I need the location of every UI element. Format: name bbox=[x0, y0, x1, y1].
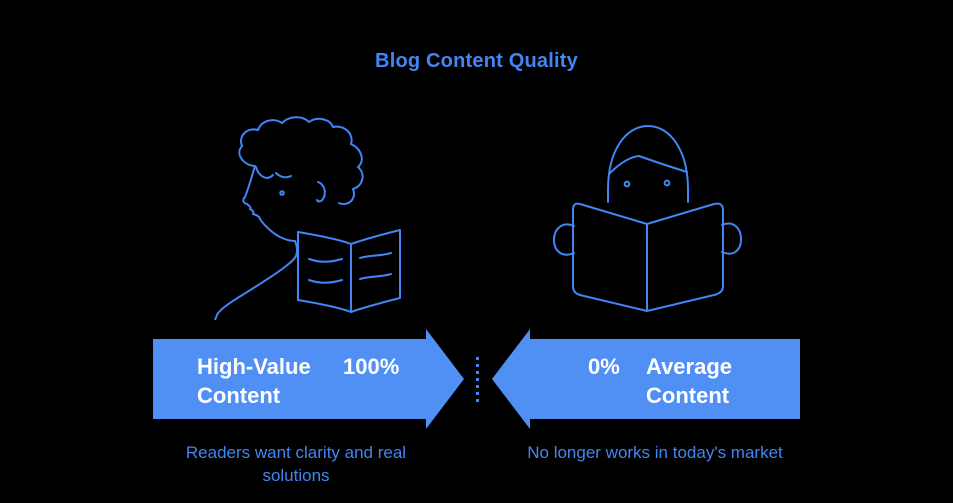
arrow-label-line2: Content bbox=[646, 383, 730, 408]
right-eye-dot bbox=[663, 179, 671, 187]
hair-fringe-curve bbox=[255, 166, 274, 179]
arrow-label: High-Value Content bbox=[197, 352, 311, 410]
hair-fringe bbox=[608, 155, 688, 175]
left-hand bbox=[553, 223, 575, 256]
head-outline bbox=[607, 125, 689, 203]
book-bottom-edges bbox=[297, 297, 401, 313]
arrow-label-line1: Average bbox=[646, 354, 733, 379]
book-text-line bbox=[359, 273, 392, 280]
person-holding-open-book-icon bbox=[553, 125, 742, 312]
left-caption: Readers want clarity and real solutions bbox=[185, 443, 407, 485]
hair-fringe-curve-2 bbox=[275, 172, 292, 179]
page-title: Blog Content Quality bbox=[375, 50, 578, 72]
right-hand bbox=[721, 222, 742, 255]
arrow-label: Average Content bbox=[646, 352, 733, 410]
left-eye-dot bbox=[623, 180, 631, 188]
divider-dotted-line bbox=[476, 357, 479, 405]
arrow-label-line2: Content bbox=[197, 383, 281, 408]
ear-curve bbox=[316, 181, 326, 203]
average-content-arrow: 0% Average Content bbox=[492, 329, 800, 429]
high-value-content-arrow: High-Value Content 100% bbox=[153, 329, 464, 429]
book-top-edges bbox=[297, 229, 401, 245]
face-profile-outline bbox=[214, 165, 299, 320]
arrow-value: 100% bbox=[343, 354, 400, 379]
book-text-line bbox=[308, 279, 343, 284]
book-text-line bbox=[308, 258, 343, 263]
arrow-label-line1: High-Value bbox=[197, 354, 311, 379]
book-text-line bbox=[359, 252, 392, 259]
person-reading-profile-icon bbox=[214, 116, 401, 320]
arrow-value: 0% bbox=[588, 354, 620, 379]
eye-dot bbox=[279, 190, 285, 196]
right-caption: No longer works in today's market bbox=[527, 443, 783, 462]
hair-outline bbox=[238, 116, 364, 205]
